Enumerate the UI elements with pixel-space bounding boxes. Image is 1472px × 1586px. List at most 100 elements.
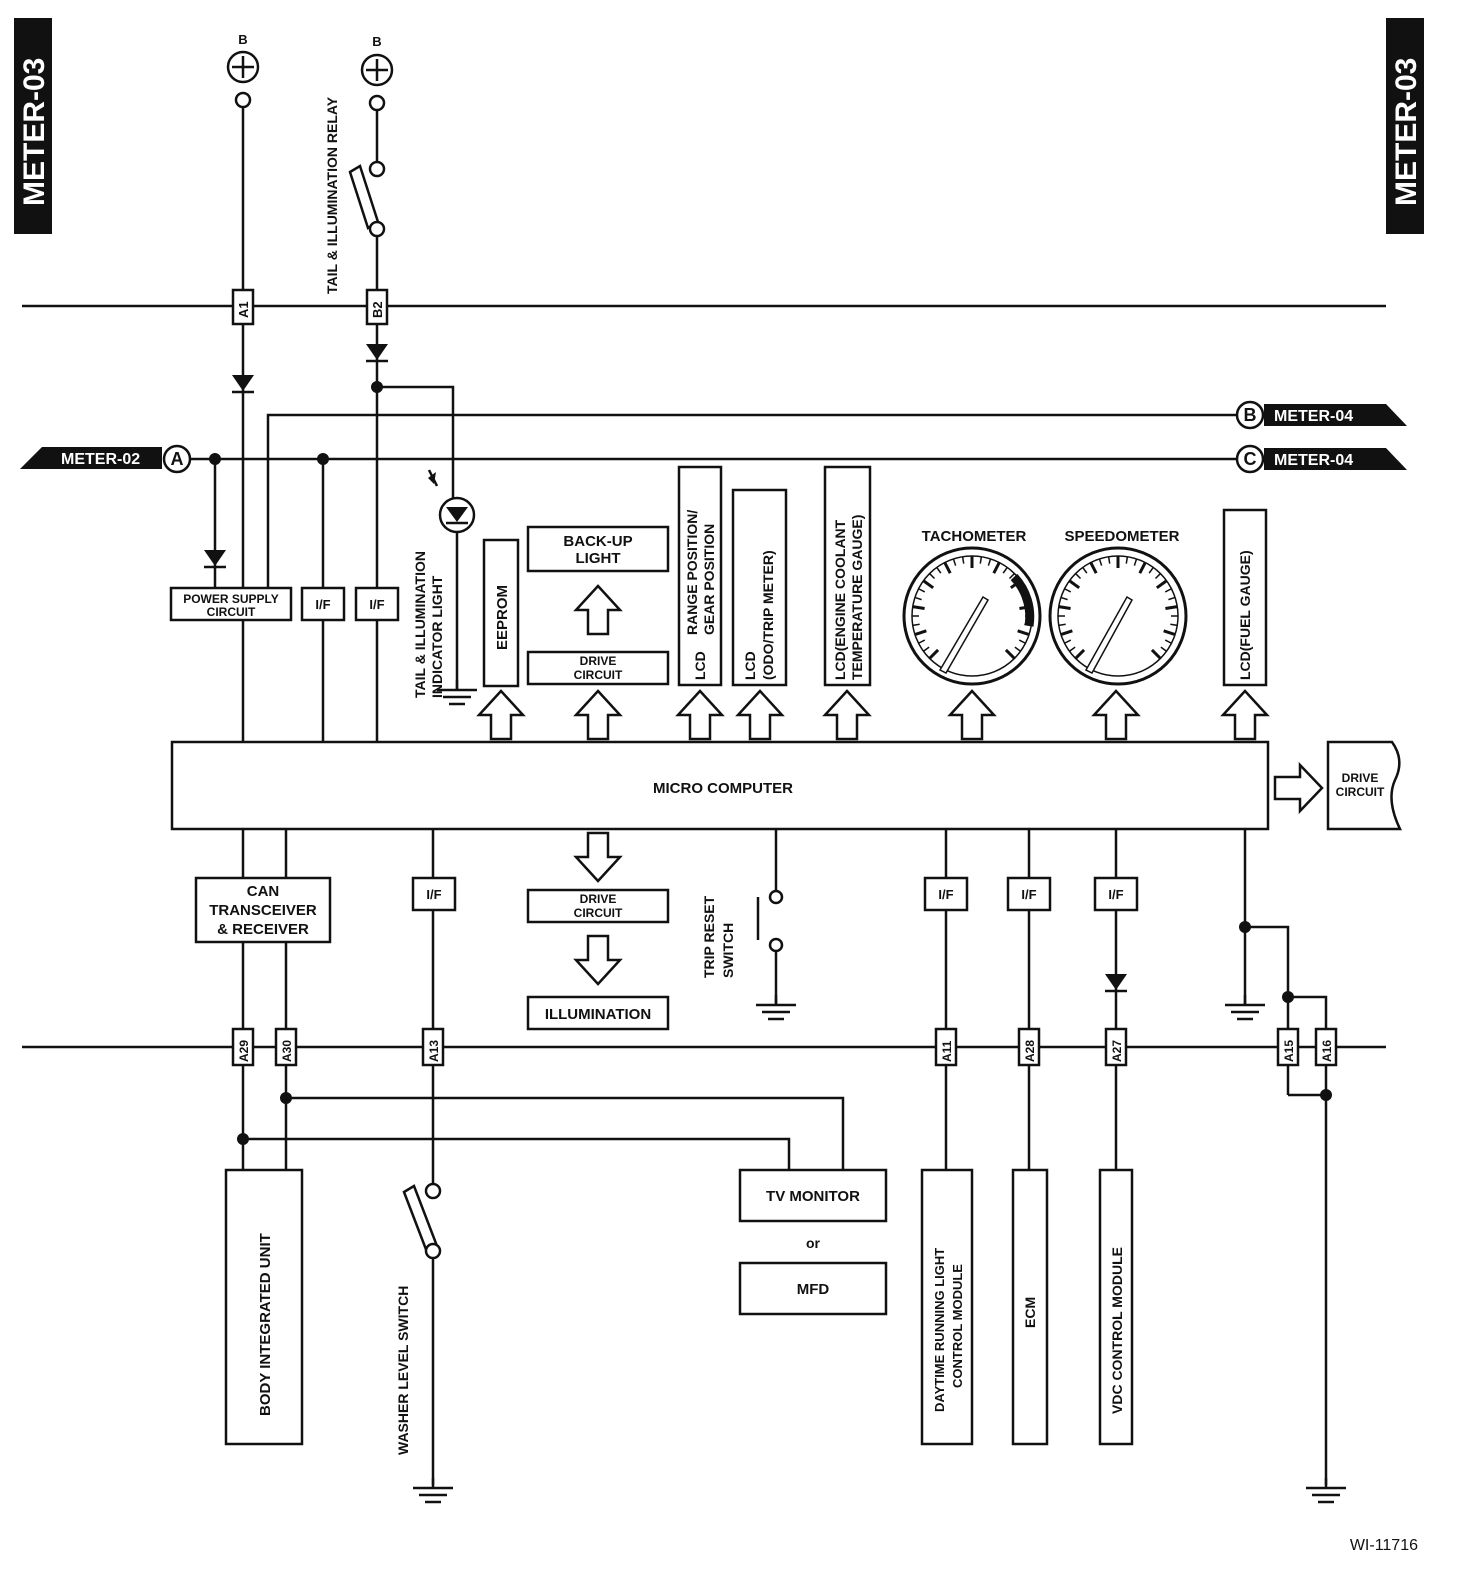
svg-text:C: C — [1244, 449, 1257, 469]
gauge-tick — [918, 639, 926, 644]
svg-text:A30: A30 — [280, 1040, 294, 1062]
connector-a11: A11 — [934, 1027, 958, 1067]
gauge-tick — [1163, 629, 1176, 636]
svg-text:SWITCH: SWITCH — [720, 923, 736, 978]
trip-reset-switch: TRIP RESET SWITCH — [701, 829, 798, 1021]
or-label: or — [806, 1235, 821, 1251]
gauge-tick — [992, 561, 1001, 574]
svg-text:LCD(ENGINE COOLANT: LCD(ENGINE COOLANT — [832, 519, 848, 680]
svg-text:METER-02: METER-02 — [61, 451, 140, 468]
gauge-tick — [987, 558, 992, 566]
gauge-tick — [961, 556, 965, 564]
ground-a16 — [1304, 1476, 1348, 1504]
gauge-tick — [952, 558, 957, 566]
svg-text:BACK-UP: BACK-UP — [563, 533, 632, 550]
battery-b2: B — [360, 34, 394, 178]
arrow-eeprom — [477, 689, 525, 741]
svg-text:CIRCUIT: CIRCUIT — [574, 906, 623, 920]
gauge-tick — [918, 588, 926, 593]
arrow-drive-upper — [574, 689, 622, 741]
gauge-tick — [914, 629, 927, 636]
backup-light-block: BACK-UP LIGHT — [526, 525, 670, 573]
svg-text:VDC CONTROL MODULE: VDC CONTROL MODULE — [1109, 1247, 1125, 1414]
connector-b-meter04: B METER-04 — [1235, 400, 1407, 430]
gauge-tick — [923, 646, 930, 652]
gauge-tick — [1089, 561, 1098, 574]
arrow-tachometer — [948, 689, 996, 741]
svg-text:A16: A16 — [1320, 1040, 1334, 1062]
svg-text:I/F: I/F — [315, 597, 330, 612]
if-block-a13: I/F — [411, 876, 457, 912]
svg-text:CONTROL MODULE: CONTROL MODULE — [950, 1264, 965, 1388]
arrow-lcd-coolant — [823, 689, 871, 741]
connector-a30: A30 — [274, 1027, 298, 1067]
gauge-tick — [1165, 605, 1178, 610]
tachometer-label: TACHOMETER — [922, 528, 1027, 545]
gauge-tick — [1002, 567, 1008, 574]
gauge-tick — [1125, 556, 1129, 564]
gauge-tick — [1068, 579, 1081, 589]
svg-text:DRIVE: DRIVE — [580, 892, 617, 906]
gauge-tick — [1150, 648, 1162, 660]
connector-a28: A28 — [1017, 1027, 1041, 1067]
body-integrated-unit: BODY INTEGRATED UNIT — [224, 1168, 304, 1446]
svg-text:I/F: I/F — [369, 597, 384, 612]
tail-indicator-light: TAIL & ILLUMINATION INDICATOR LIGHT — [412, 469, 479, 706]
svg-text:I/F: I/F — [426, 887, 441, 902]
gauge-tick — [1018, 639, 1026, 644]
connector-a15: A15 — [1276, 1027, 1300, 1067]
lcd-range-position: LCD RANGE POSITION/ GEAR POSITION — [677, 465, 723, 687]
meter03-tab-left: METER-03 — [14, 18, 52, 234]
svg-text:& RECEIVER: & RECEIVER — [217, 921, 309, 938]
gauge-tick — [1008, 573, 1015, 580]
gauge-tick — [914, 596, 922, 601]
drl-control-module: DAYTIME RUNNING LIGHT CONTROL MODULE — [920, 1168, 974, 1446]
gauge-tick — [1058, 623, 1066, 627]
drive-circuit-right: DRIVE CIRCUIT — [1326, 740, 1402, 831]
svg-text:METER-04: METER-04 — [1274, 452, 1353, 469]
gauge-tick — [1107, 556, 1111, 564]
svg-text:WASHER LEVEL SWITCH: WASHER LEVEL SWITCH — [395, 1286, 411, 1455]
if-block-a11: I/F — [923, 876, 969, 912]
svg-text:INDICATOR LIGHT: INDICATOR LIGHT — [429, 575, 445, 698]
lcd-odo-trip: LCD (ODO/TRIP METER) — [731, 488, 788, 687]
svg-text:B: B — [238, 32, 247, 47]
svg-text:RANGE POSITION/: RANGE POSITION/ — [684, 510, 700, 635]
gauge-tick — [1164, 639, 1172, 644]
svg-text:CAN: CAN — [247, 883, 280, 900]
gauge-tick — [1160, 646, 1167, 652]
relay-label: TAIL & ILLUMINATION RELAY — [324, 96, 340, 294]
mfd-block: MFD — [738, 1261, 888, 1316]
connector-b2: B2 — [365, 288, 389, 326]
lcd-coolant-gauge: LCD(ENGINE COOLANT TEMPERATURE GAUGE) — [823, 465, 872, 687]
svg-text:CIRCUIT: CIRCUIT — [207, 605, 256, 619]
tail-illumination-relay: TAIL & ILLUMINATION RELAY — [324, 96, 386, 742]
svg-text:A29: A29 — [237, 1040, 251, 1062]
svg-text:A15: A15 — [1282, 1040, 1296, 1062]
lcd-fuel-gauge: LCD(FUEL GAUGE) — [1222, 508, 1268, 687]
if-block-2: I/F — [354, 586, 400, 622]
svg-text:METER-03: METER-03 — [1390, 58, 1423, 206]
svg-text:TRIP RESET: TRIP RESET — [701, 895, 717, 978]
gauge-tick — [1098, 558, 1103, 566]
gauge-tick — [1060, 596, 1068, 601]
svg-text:A27: A27 — [1110, 1040, 1124, 1062]
svg-text:METER-04: METER-04 — [1274, 408, 1353, 425]
tachometer-gauge — [902, 546, 1042, 686]
arrow-speedometer — [1092, 689, 1140, 741]
connector-c-meter04: C METER-04 — [1235, 444, 1407, 474]
arrow-backup — [574, 584, 622, 636]
svg-text:ECM: ECM — [1022, 1297, 1038, 1328]
svg-text:A13: A13 — [427, 1040, 441, 1062]
tv-monitor-block: TV MONITOR — [738, 1168, 888, 1223]
indicator-feed — [377, 385, 455, 500]
svg-text:MICRO COMPUTER: MICRO COMPUTER — [653, 780, 793, 797]
arrow-drive-lower — [574, 831, 622, 883]
gauge-tick — [1017, 629, 1030, 636]
gauge-tick — [1074, 648, 1086, 660]
vdc-control-module: VDC CONTROL MODULE — [1098, 1168, 1134, 1446]
svg-text:POWER SUPPLY: POWER SUPPLY — [183, 592, 279, 606]
svg-text:EEPROM: EEPROM — [494, 585, 511, 650]
gauge-tick — [979, 556, 983, 564]
gauge-tick — [1058, 605, 1071, 610]
